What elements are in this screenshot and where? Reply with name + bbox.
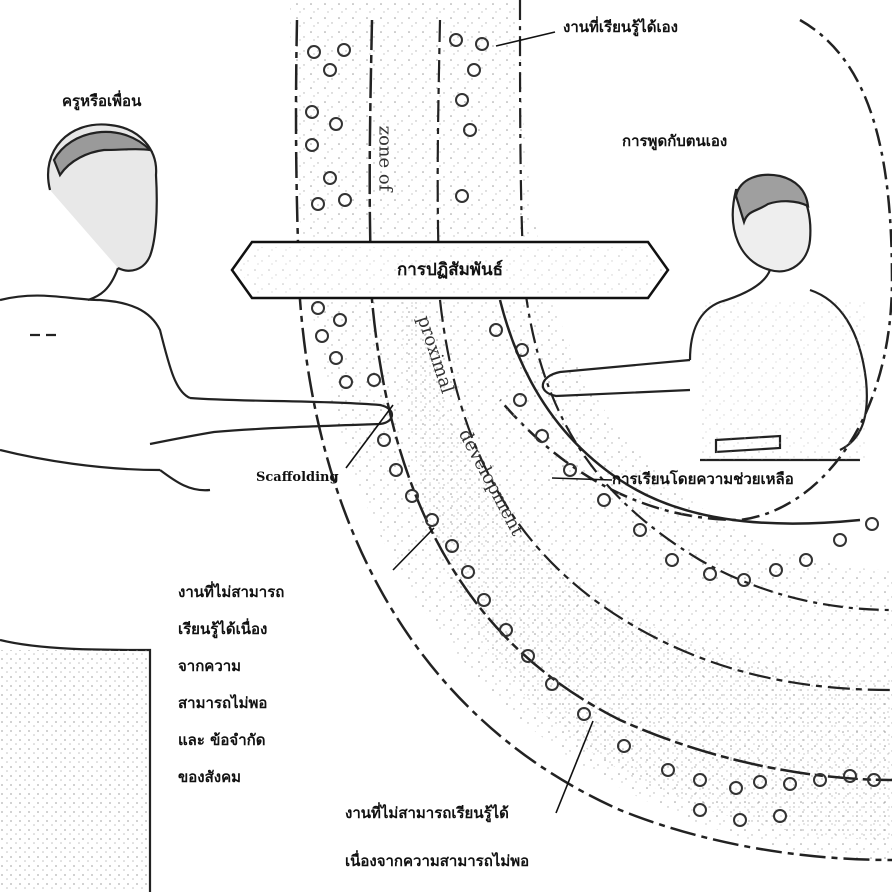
cannot-learn-ability-line-2: เนื่องจากความสามารถไม่พอ <box>345 852 529 870</box>
cannot-learn-line-1: งานที่ไม่สามารถ <box>178 583 284 601</box>
cannot-learn-social-label: งานที่ไม่สามารถ เรียนรู้ได้เนื่อง จากควา… <box>178 583 284 786</box>
cannot-learn-ability-line-1: งานที่ไม่สามารถเรียนรู้ได้ <box>345 804 509 822</box>
cannot-learn-line-6: ของสังคม <box>178 768 284 786</box>
cannot-learn-line-3: จากความ <box>178 657 284 675</box>
cannot-learn-line-2: เรียนรู้ได้เนื่อง <box>178 620 284 638</box>
scaffolding-label: Scaffolding <box>256 470 339 486</box>
assisted-learning-label: การเรียนโดยความช่วยเหลือ <box>612 470 794 488</box>
teacher-or-peer-label: ครูหรือเพื่อน <box>62 92 141 110</box>
self-talk-label: การพูดกับตนเอง <box>622 132 727 150</box>
interaction-label: การปฏิสัมพันธ์ <box>238 256 662 283</box>
cannot-learn-line-4: สามารถไม่พอ <box>178 694 284 712</box>
zone-of-band-text: zone of <box>374 126 395 192</box>
independent-tasks-label: งานที่เรียนรู้ได้เอง <box>563 18 678 36</box>
cannot-learn-line-5: และ ข้อจำกัด <box>178 731 284 749</box>
